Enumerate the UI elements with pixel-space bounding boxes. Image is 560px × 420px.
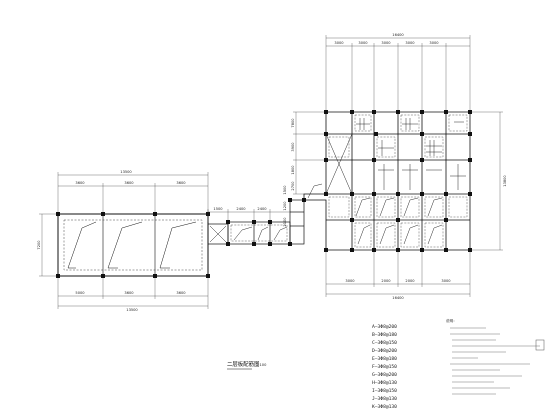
legend-item: G—3Φ8@200 [372,372,397,378]
bridge-side-dim-2: 1200 [283,201,287,211]
left-top-overall-dim: 13500 [120,170,132,174]
right-top-span-2: 3000 [358,41,368,45]
right-left-dim-1: 7800 [291,118,295,128]
drawing-title: 二层板配筋图 1:100 [227,360,267,370]
right-bottom-span-4: 3000 [441,279,451,283]
right-top-span-4: 3000 [405,41,415,45]
left-bottom-span-1: 5000 [75,291,85,295]
legend-item: H—3Φ8@130 [372,380,397,386]
right-top-span-1: 3000 [334,41,344,45]
notes-title: 说明： [446,318,457,323]
left-bottom-span-2: 3600 [124,291,134,295]
left-top-span-3: 3600 [176,181,186,185]
legend-item: I—3Φ8@150 [372,388,397,394]
legend-item: E—3Φ8@180 [372,356,397,362]
right-side-dim: 13800 [503,175,507,187]
legend-item: C—3Φ8@150 [372,340,397,346]
bridge-side-dim-1: 1500 [283,185,287,195]
left-top-span-2: 3600 [124,181,134,185]
left-bottom-span-3: 3600 [176,291,186,295]
right-block-dimensions [293,35,503,297]
left-block-dimensions [39,172,209,309]
right-top-overall-dim: 16400 [392,33,404,37]
bridge-span-1: 1500 [213,207,223,211]
legend-item: B—3Φ8@180 [372,332,397,338]
right-bottom-span-3: 2000 [405,279,415,283]
rebar-legend: A—3Φ8@200 B—3Φ8@180 C—3Φ8@150 D—3Φ8@200 … [372,324,397,410]
left-top-span-1: 3600 [75,181,85,185]
bridge-span-3: 2400 [257,207,267,211]
legend-item: D—3Φ8@200 [372,348,397,354]
right-top-span-5: 3000 [429,41,439,45]
legend-item: K—3Φ8@130 [372,404,397,410]
legend-item: J—3Φ8@130 [372,396,397,402]
general-notes: 说明： [446,318,545,395]
right-top-span-3: 3000 [381,41,391,45]
right-bottom-span-2: 2000 [381,279,391,283]
bridge-side-dim-3: 2100 [283,217,287,227]
notes-detail-box [535,339,545,351]
left-bottom-overall-dim: 13500 [126,308,138,312]
left-block [56,212,210,278]
legend-item: A—3Φ8@200 [372,324,397,330]
right-bottom-overall-dim: 16400 [392,296,404,300]
drawing-title-text: 二层板配筋图 [227,360,259,368]
right-left-dim-3: 1800 [291,165,295,175]
drawing-scale-text: 1:100 [256,363,267,367]
right-left-dim-4: 2700 [291,181,295,191]
right-left-dim-2: 3900 [291,142,295,152]
right-bottom-span-1: 3000 [345,279,355,283]
right-block [303,110,472,252]
notes-body-lines [450,327,540,395]
legend-item: F—3Φ8@150 [372,364,397,370]
bridge-dimensions [207,209,290,222]
left-side-dim: 7200 [37,240,41,250]
bridge-span-2: 2400 [236,207,246,211]
bridge-block [207,198,306,246]
